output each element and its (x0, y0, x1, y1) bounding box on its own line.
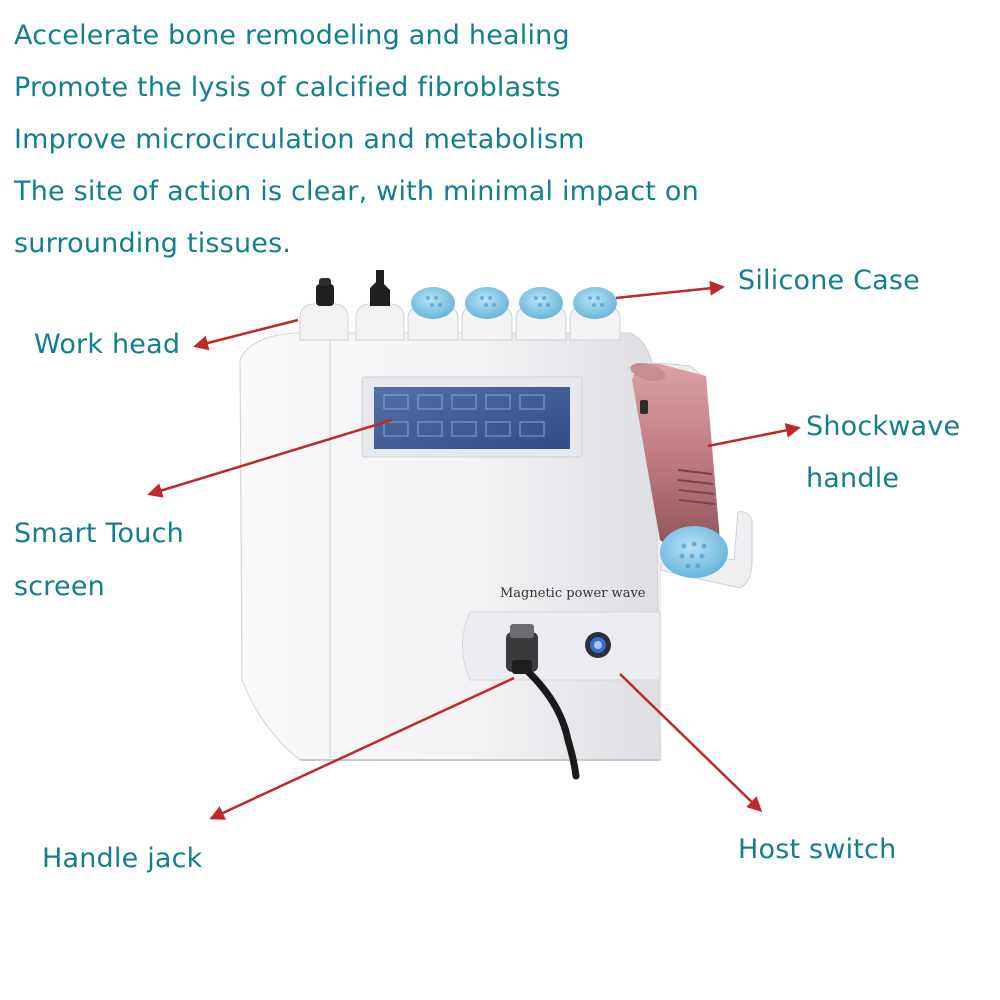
label-touch-screen-line-2: screen (14, 571, 105, 602)
arrow-work-head (193, 318, 299, 351)
label-work-head: Work head (34, 329, 181, 360)
touch-screen (361, 376, 583, 458)
arrow-host-switch (619, 673, 763, 813)
handle-jack-connector (506, 624, 580, 780)
label-host-switch: Host switch (738, 834, 897, 865)
label-touch-screen-line-1: Smart Touch (14, 518, 184, 549)
host-switch-button (585, 632, 611, 658)
shockwave-handle (630, 362, 728, 578)
feature-line-5: surrounding tissues. (14, 228, 292, 259)
arrow-handle-jack (209, 676, 515, 820)
label-shockwave-handle-line-2: handle (806, 463, 900, 494)
silicone-caps (411, 287, 617, 319)
feature-line-2: Promote the lysis of calcified fibroblas… (14, 72, 561, 103)
arrow-touch-screen (147, 418, 393, 498)
arrow-silicone-case (615, 280, 725, 300)
device-brand-text: Magnetic power wave (500, 586, 646, 601)
feature-line-3: Improve microcirculation and metabolism (14, 124, 585, 155)
feature-line-1: Accelerate bone remodeling and healing (14, 20, 570, 51)
label-shockwave-handle-line-1: Shockwave (806, 411, 961, 442)
arrow-shockwave-handle (707, 422, 801, 448)
work-head-tips (316, 270, 390, 306)
callout-arrows (147, 280, 801, 820)
feature-line-4: The site of action is clear, with minima… (14, 176, 699, 207)
label-silicone-case: Silicone Case (738, 265, 920, 296)
label-handle-jack: Handle jack (42, 843, 203, 874)
